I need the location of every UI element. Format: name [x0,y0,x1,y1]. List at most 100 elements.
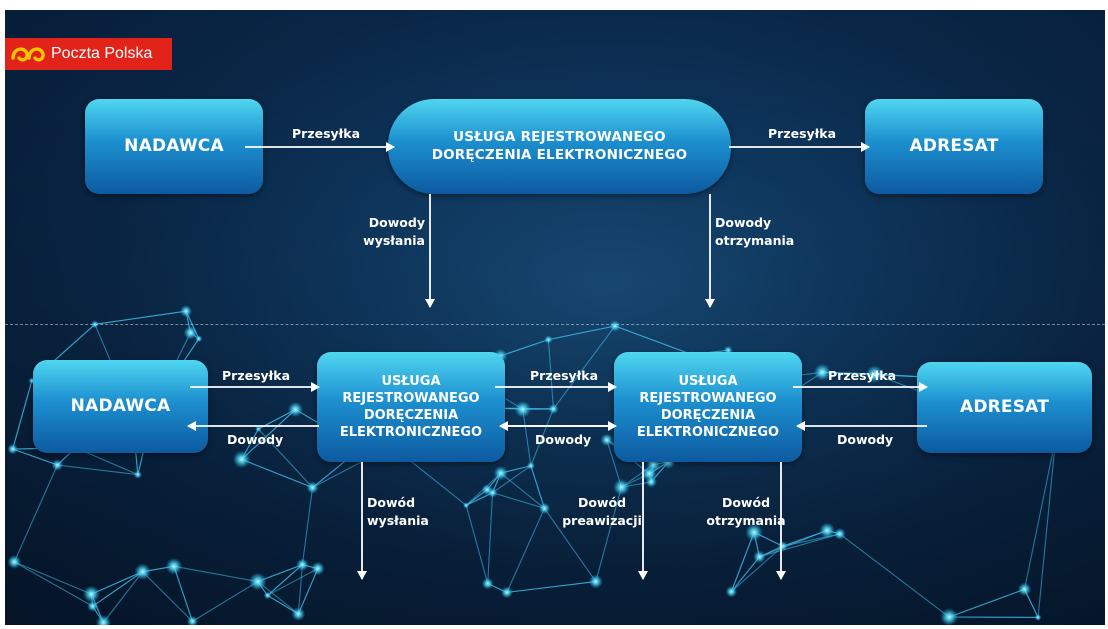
network-line [492,492,545,509]
network-node [544,335,553,344]
bottom-proof-sent-label: Dowód wysłania [367,495,429,528]
network-node [526,461,535,470]
top-sender-box: NADAWCA [85,99,263,194]
network-line [547,339,554,409]
bottom-service-b-box: USŁUGA REJESTROWANEGO DORĘCZENIA ELEKTRO… [614,352,802,462]
network-line [492,465,532,494]
network-line [544,507,597,582]
network-node [232,450,251,469]
network-line [500,339,549,357]
network-line [102,571,144,623]
network-node [87,600,99,612]
network-line [297,568,319,615]
section-divider [5,324,1105,325]
network-line [614,325,692,355]
network-line [92,571,143,607]
network-node [183,325,198,340]
network-line [506,581,596,593]
post-horn-icon [11,47,45,62]
network-line [301,487,314,565]
network-line [14,561,92,595]
network-node [493,465,509,481]
network-node [514,400,532,418]
bottom-proof-label-3: Dowody [837,432,894,447]
network-node [134,563,151,581]
network-line [241,458,313,489]
top-proof-sent-label: Dowody wysłania [363,215,425,248]
network-line [506,508,545,593]
network-line [595,487,622,582]
network-node [195,335,203,343]
bottom-recipient-box: ADRESAT [917,362,1092,453]
network-node [481,484,493,496]
network-node [725,585,738,598]
network-node [165,557,183,575]
network-line [530,465,545,509]
network-node [255,425,262,433]
network-node [500,586,513,599]
network-node [609,320,621,332]
network-node [133,470,142,479]
network-node [745,523,763,542]
network-line [1037,438,1057,618]
logo-text: Poczta Polska [51,45,153,62]
bottom-parcel-label-1: Przesyłka [222,368,291,383]
network-line [142,571,193,622]
network-node [548,403,559,415]
network-line [173,566,193,622]
network-line [13,464,58,563]
network-node [819,522,836,539]
top-recipient-box: ADRESAT [865,99,1043,194]
network-line [297,564,303,615]
network-line [192,581,259,622]
network-node [248,572,267,591]
poczta-polska-logo: Poczta Polska [5,38,172,70]
network-line [522,409,532,466]
network-line [94,310,187,325]
bottom-parcel-label-3: Przesyłka [828,368,897,383]
network-node [588,574,603,589]
network-node [865,365,884,383]
network-line [1023,438,1057,590]
network-node [296,558,309,571]
network-line [530,408,554,466]
top-service-box: USŁUGA REJESTROWANEGO DORĘCZENIA ELEKTRO… [388,99,731,194]
network-line [173,565,258,583]
bottom-proof-label-2: Dowody [535,432,592,447]
network-line [949,588,1025,618]
network-line [465,505,489,584]
network-node [263,591,272,600]
network-node [481,577,494,590]
bottom-proof-received-label: Dowód otrzymania [706,495,786,528]
network-line [730,556,760,593]
network-node [311,561,325,576]
network-node [291,607,306,621]
bottom-sender-box: NADAWCA [33,360,208,453]
network-node [940,608,959,625]
network-node [7,443,19,455]
network-node [600,433,613,447]
network-node [613,478,630,496]
network-node [179,305,193,318]
diagram-canvas: Poczta Polska NADAWCA USŁUGA REJESTROWAN… [5,10,1105,625]
network-line [257,428,313,488]
network-line [57,464,138,476]
network-node [813,363,831,381]
top-proof-received-label: Dowody otrzymania [715,215,795,248]
network-line [487,492,494,584]
bottom-service-a-box: USŁUGA REJESTROWANEGO DORĘCZENIA ELEKTRO… [317,352,505,462]
network-line [14,561,93,607]
top-parcel-label-right: Przesyłka [768,126,837,141]
bottom-proof-label-1: Dowody [227,432,284,447]
network-node [538,502,551,515]
network-node [462,502,470,509]
bottom-preadvice-label: Dowód preawizacji [562,495,642,528]
network-line [552,325,616,410]
network-line [548,325,616,341]
network-node [1034,613,1042,621]
network-node [51,459,64,471]
network-node [777,540,788,552]
network-line [91,571,143,595]
network-node [753,550,766,564]
network-node [287,401,304,418]
